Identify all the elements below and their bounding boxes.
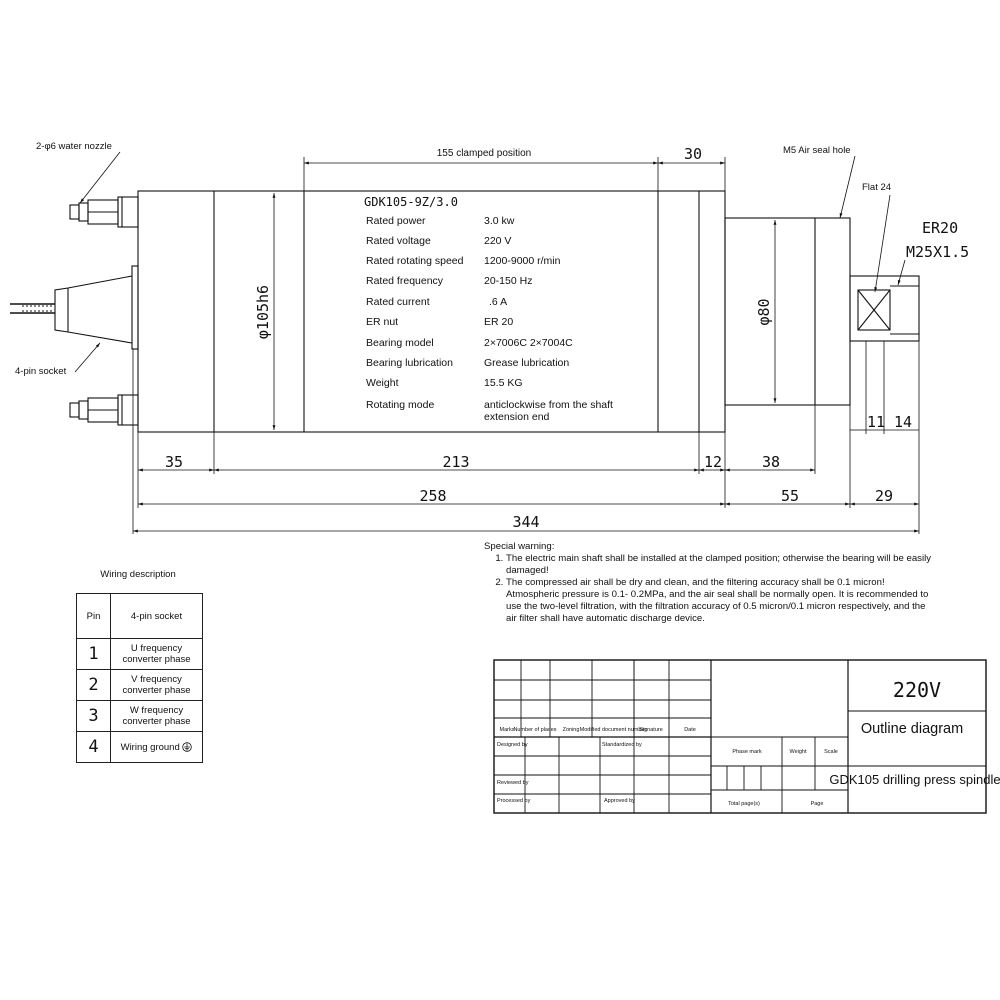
spec-value-cont: extension end bbox=[484, 411, 550, 423]
spec-value: ER 20 bbox=[484, 316, 513, 328]
model-label: GDK105-9Z/3.0 bbox=[364, 195, 458, 209]
wiring-title: Wiring description bbox=[100, 569, 176, 580]
nose-diameter: φ80 bbox=[755, 298, 773, 325]
tb-weight: Weight bbox=[789, 749, 806, 755]
tb-modified-doc: Modified document number bbox=[580, 727, 647, 733]
er-nut-label: ER20 bbox=[922, 219, 958, 237]
spec-value: Grease lubrication bbox=[484, 357, 569, 369]
dim-55: 55 bbox=[781, 487, 799, 505]
er-nut bbox=[849, 275, 920, 342]
spec-label: Bearing lubrication bbox=[366, 357, 453, 369]
body-diameter: φ105h6 bbox=[254, 285, 272, 339]
table-row: 2 V frequency converter phase bbox=[76, 669, 203, 701]
spec-label: ER nut bbox=[366, 316, 398, 328]
tb-marks: Marks bbox=[500, 727, 515, 733]
tb-standardized: Standardized by bbox=[602, 742, 642, 748]
special-warning: Special warning: The electric main shaft… bbox=[484, 541, 934, 625]
spec-label: Rated power bbox=[366, 215, 426, 227]
spec-label: Bearing model bbox=[366, 337, 434, 349]
warning-title: Special warning: bbox=[484, 541, 555, 552]
title-block-text: 220V Outline diagram GDK105 drilling pre… bbox=[497, 678, 1000, 807]
pin-number: 3 bbox=[76, 700, 111, 732]
product-name: GDK105 drilling press spindle bbox=[829, 772, 1000, 787]
spec-label: Rated rotating speed bbox=[366, 255, 464, 267]
dim-35: 35 bbox=[165, 453, 183, 471]
dim-344: 344 bbox=[512, 513, 539, 531]
dim-29: 29 bbox=[875, 487, 893, 505]
tb-phase-mark: Phase mark bbox=[732, 749, 762, 755]
pin-number: 2 bbox=[76, 669, 111, 701]
flat-label: Flat 24 bbox=[862, 182, 891, 193]
warning-list: The electric main shaft shall be install… bbox=[484, 553, 934, 625]
tb-number-places: Number of places bbox=[513, 727, 556, 733]
socket-header: 4-pin socket bbox=[110, 593, 203, 639]
dim-11: 11 bbox=[867, 413, 885, 431]
wiring-table: Pin 4-pin socket 1 U frequency converter… bbox=[76, 593, 203, 763]
table-row: 1 U frequency converter phase bbox=[76, 638, 203, 670]
spec-label: Rated current bbox=[366, 296, 430, 308]
table-row: 4 Wiring ground bbox=[76, 731, 203, 763]
table-row: 3 W frequency converter phase bbox=[76, 700, 203, 732]
spindle-nose bbox=[724, 217, 851, 406]
pin-header: Pin bbox=[76, 593, 111, 639]
pin-description-cell: Wiring ground bbox=[110, 731, 203, 763]
dim-213: 213 bbox=[442, 453, 469, 471]
thread-label: M25X1.5 bbox=[906, 243, 969, 261]
spec-value: 2×7006C 2×7004C bbox=[484, 337, 573, 349]
tb-date: Date bbox=[684, 727, 696, 733]
warning-item: The compressed air shall be dry and clea… bbox=[506, 577, 934, 625]
dim-30: 30 bbox=[684, 145, 702, 163]
warning-item: The electric main shaft shall be install… bbox=[506, 553, 934, 577]
tb-approved: Approved by bbox=[604, 798, 635, 804]
ground-icon bbox=[182, 742, 193, 752]
pin-description: U frequency converter phase bbox=[110, 638, 203, 670]
doc-type: Outline diagram bbox=[861, 721, 963, 737]
pin-description: Wiring ground bbox=[120, 741, 180, 753]
tb-reviewed: Reviewed by bbox=[497, 780, 529, 786]
dim-12: 12 bbox=[704, 453, 722, 471]
tb-zoning: Zoning bbox=[563, 727, 580, 733]
water-nozzle-label: 2-φ6 water nozzle bbox=[36, 141, 112, 152]
water-nozzle-bottom bbox=[69, 394, 139, 426]
pin-number: 4 bbox=[76, 731, 111, 763]
dim-14: 14 bbox=[894, 413, 912, 431]
tb-designed: Designed by bbox=[497, 742, 528, 748]
spec-label: Rated frequency bbox=[366, 275, 444, 287]
tb-signature: Signature bbox=[639, 727, 663, 733]
pin-description: W frequency converter phase bbox=[110, 700, 203, 732]
spec-value: 15.5 KG bbox=[484, 377, 523, 389]
tb-page: Page bbox=[811, 801, 824, 807]
spec-label: Rated voltage bbox=[366, 235, 431, 247]
spindle-body bbox=[137, 190, 726, 433]
spec-value: .6 A bbox=[489, 296, 507, 308]
pin-description: V frequency converter phase bbox=[110, 669, 203, 701]
table-header-row: Pin 4-pin socket bbox=[76, 593, 203, 639]
tb-scale: Scale bbox=[824, 749, 838, 755]
spec-label: Rotating mode bbox=[366, 399, 434, 411]
dim-258: 258 bbox=[419, 487, 446, 505]
tb-processed: Processed by bbox=[497, 798, 531, 804]
tb-total-pages: Total page(s) bbox=[728, 801, 760, 807]
spec-label: Weight bbox=[366, 377, 399, 389]
spec-value: 1200-9000 r/min bbox=[484, 255, 561, 267]
voltage-title: 220V bbox=[893, 678, 941, 702]
doc-type-text: Outline diagram bbox=[861, 721, 963, 737]
spec-value: 220 V bbox=[484, 235, 511, 247]
nameplate: GDK105-9Z/3.0 Rated power 3.0 kw Rated v… bbox=[364, 195, 613, 423]
spec-value: 20-150 Hz bbox=[484, 275, 532, 287]
spec-value: 3.0 kw bbox=[484, 215, 515, 227]
air-seal-label: M5 Air seal hole bbox=[783, 145, 851, 156]
dim-38: 38 bbox=[762, 453, 780, 471]
pin-number: 1 bbox=[76, 638, 111, 670]
water-nozzle-top bbox=[69, 196, 139, 228]
title-block bbox=[493, 659, 987, 814]
socket-label: 4-pin socket bbox=[15, 366, 67, 377]
clamped-dimension: 155 clamped position bbox=[437, 148, 532, 159]
spec-value: anticlockwise from the shaft bbox=[484, 399, 613, 411]
